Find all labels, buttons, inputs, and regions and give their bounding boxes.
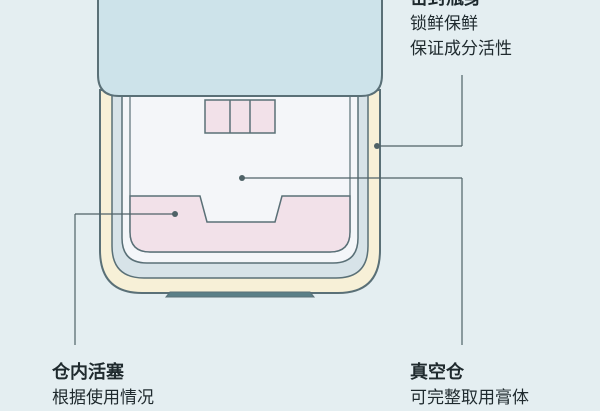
seal-title: 密封瓶身 — [410, 0, 512, 12]
piston — [129, 195, 351, 253]
seal-leader-dot — [374, 143, 380, 149]
vacuum-line-1: 可完整取用膏体 — [410, 388, 529, 409]
product-diagram — [74, 0, 463, 345]
bottle-cap — [97, 0, 383, 97]
vacuum-callout: 真空仓 可完整取用膏体 — [410, 360, 529, 411]
piston-title: 仓内活塞 — [52, 362, 124, 383]
piston-callout: 仓内活塞 根据使用情况 — [52, 360, 154, 411]
vacuum-title: 真空仓 — [410, 362, 464, 383]
pump-spout — [204, 99, 276, 134]
seal-line-2: 保证成分活性 — [410, 38, 512, 59]
seal-line-1: 锁鲜保鲜 — [410, 14, 478, 35]
vacuum-leader-dot — [239, 175, 245, 181]
bottle-base — [164, 291, 316, 298]
piston-leader-dot — [172, 211, 178, 217]
seal-callout: 密封瓶身 锁鲜保鲜 保证成分活性 — [410, 0, 512, 61]
piston-line-1: 根据使用情况 — [52, 388, 154, 409]
